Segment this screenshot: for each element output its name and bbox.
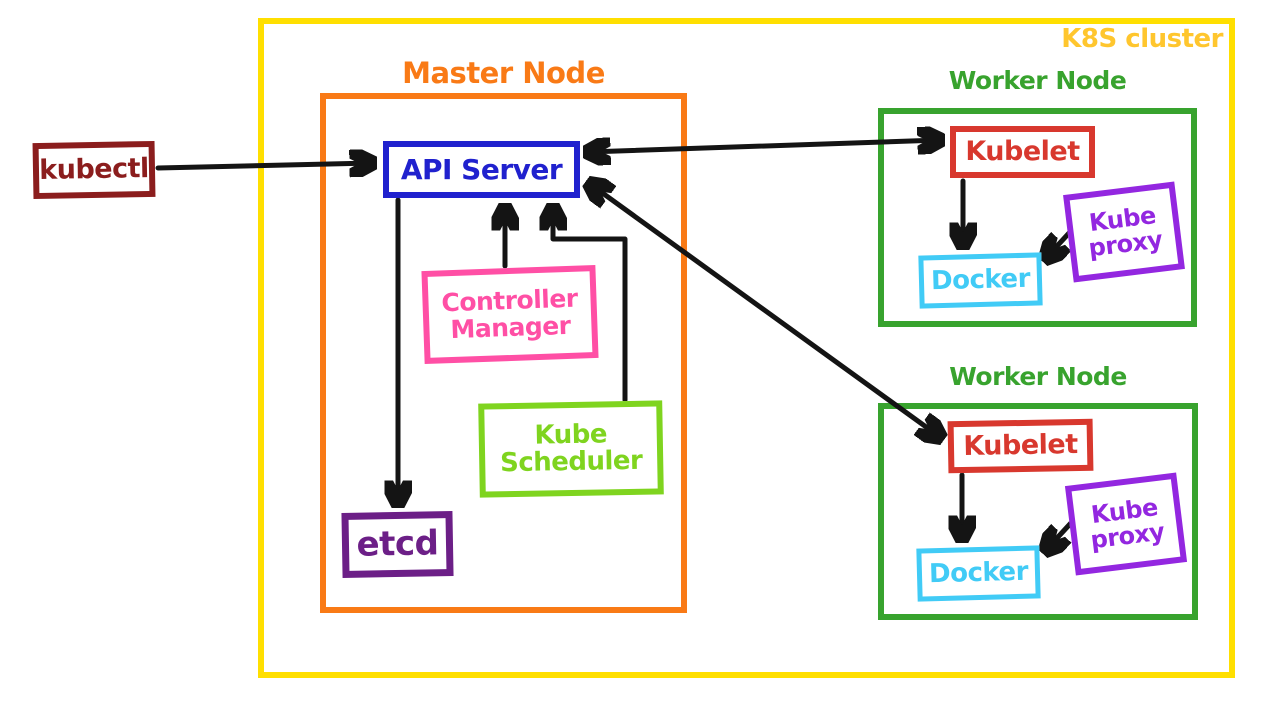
controller-manager-node: Controller Manager [421,264,599,365]
k8s-cluster-boundary [258,18,1235,678]
worker1-kube-proxy-label: Kube proxy [1086,200,1164,263]
worker2-kubelet-label: Kubelet [963,428,1078,462]
etcd-label: etcd [356,522,439,565]
worker-node-2-label: Worker Node [949,362,1127,391]
etcd-node: etcd [341,511,454,578]
kube-scheduler-label: Kube Scheduler [499,419,643,479]
worker2-docker-label: Docker [928,556,1029,590]
worker1-kube-proxy-node: Kube proxy [1063,181,1185,283]
api-server-label: API Server [400,152,563,186]
worker2-kube-proxy-label: Kube proxy [1088,492,1166,555]
kubectl-node: kubectl [32,140,156,200]
api-server-node: API Server [383,141,580,198]
worker1-docker-label: Docker [930,263,1031,297]
worker1-kubelet-label: Kubelet [965,135,1080,167]
worker-node-1-label: Worker Node [948,66,1127,95]
kubectl-label: kubectl [38,152,149,186]
master-node-label: Master Node [402,56,605,90]
worker1-docker-node: Docker [918,252,1043,309]
k8s-cluster-label: K8S cluster [1061,24,1223,54]
worker1-kubelet-node: Kubelet [950,126,1095,178]
kube-scheduler-node: Kube Scheduler [478,400,664,498]
worker2-kubelet-node: Kubelet [947,418,1094,474]
worker2-docker-node: Docker [916,545,1041,602]
controller-manager-label: Controller Manager [440,283,579,344]
worker2-kube-proxy-node: Kube proxy [1064,472,1188,576]
worker-node-2-boundary [878,403,1198,620]
